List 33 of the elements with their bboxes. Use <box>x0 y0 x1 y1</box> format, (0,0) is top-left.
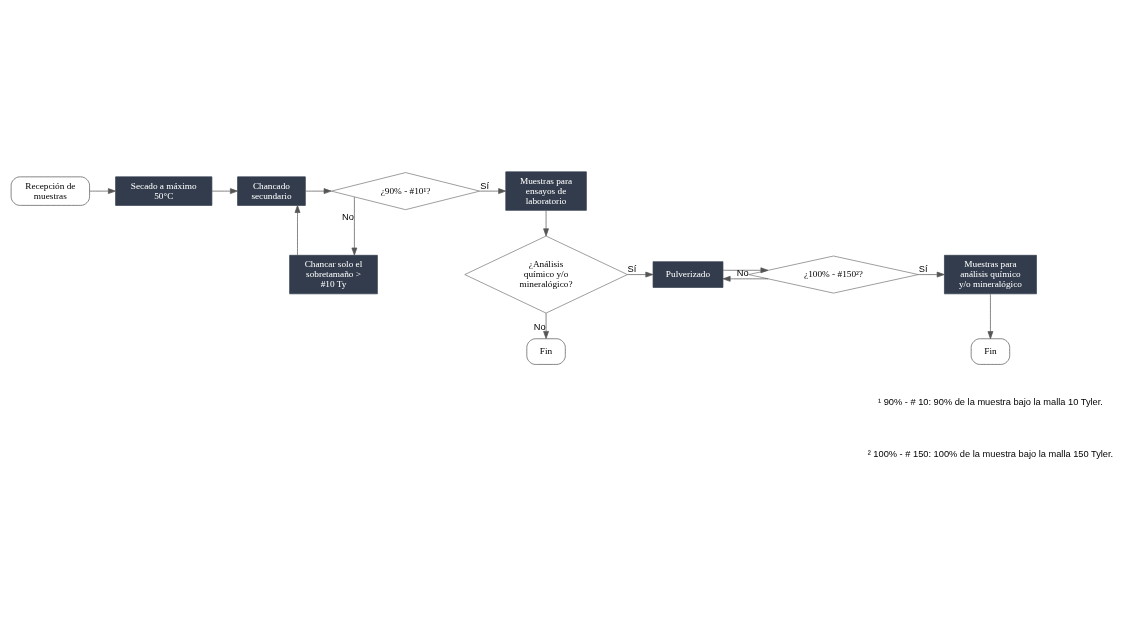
node-box: Chancado secundario <box>237 176 306 206</box>
arrow <box>211 187 238 194</box>
edge-label: No <box>533 321 546 332</box>
node-box: Muestras para análisis químico y/o mineralógico <box>944 254 1037 294</box>
label: ¹ 90% - # 10: 90% de la muestra bajo la malla 10 Tyler. <box>877 396 1103 407</box>
node-diamond: ¿100% - #150²? <box>748 255 919 293</box>
arrow <box>305 187 332 194</box>
arrow <box>543 312 549 339</box>
node-box: Fin <box>970 337 1011 365</box>
arrow <box>543 209 549 236</box>
edge-label: Sí <box>918 263 928 274</box>
arrow <box>722 266 769 273</box>
arrow <box>918 271 945 277</box>
arrow <box>479 187 507 194</box>
node-box: Pulverizado <box>652 260 724 288</box>
edge-label: No <box>342 211 354 222</box>
node-box: Secado a máximo 50°C <box>115 176 213 206</box>
node-box: Chancar solo el sobretamaño > #10 Ty <box>289 254 378 294</box>
arrow <box>627 271 654 277</box>
arrow <box>351 196 358 255</box>
arrow <box>89 187 116 194</box>
arrow <box>987 293 994 339</box>
arrow <box>294 204 301 256</box>
edge-label: No <box>736 267 749 278</box>
edge-label: Sí <box>627 263 637 274</box>
node-box: Fin <box>526 337 566 365</box>
edge-label: Sí <box>480 180 490 191</box>
node-diamond: ¿90% - #10¹? <box>331 171 481 210</box>
node-box: Muestras para ensayos de laboratorio <box>505 171 587 211</box>
node-box: Recepción de muestras <box>10 176 90 206</box>
node-diamond: ¿Análisis químico y/o mineralógico? <box>464 235 628 313</box>
arrow <box>722 275 769 282</box>
label: ² 100% - # 150: 100% de la muestra bajo la malla 150 Tyler. <box>867 448 1114 459</box>
